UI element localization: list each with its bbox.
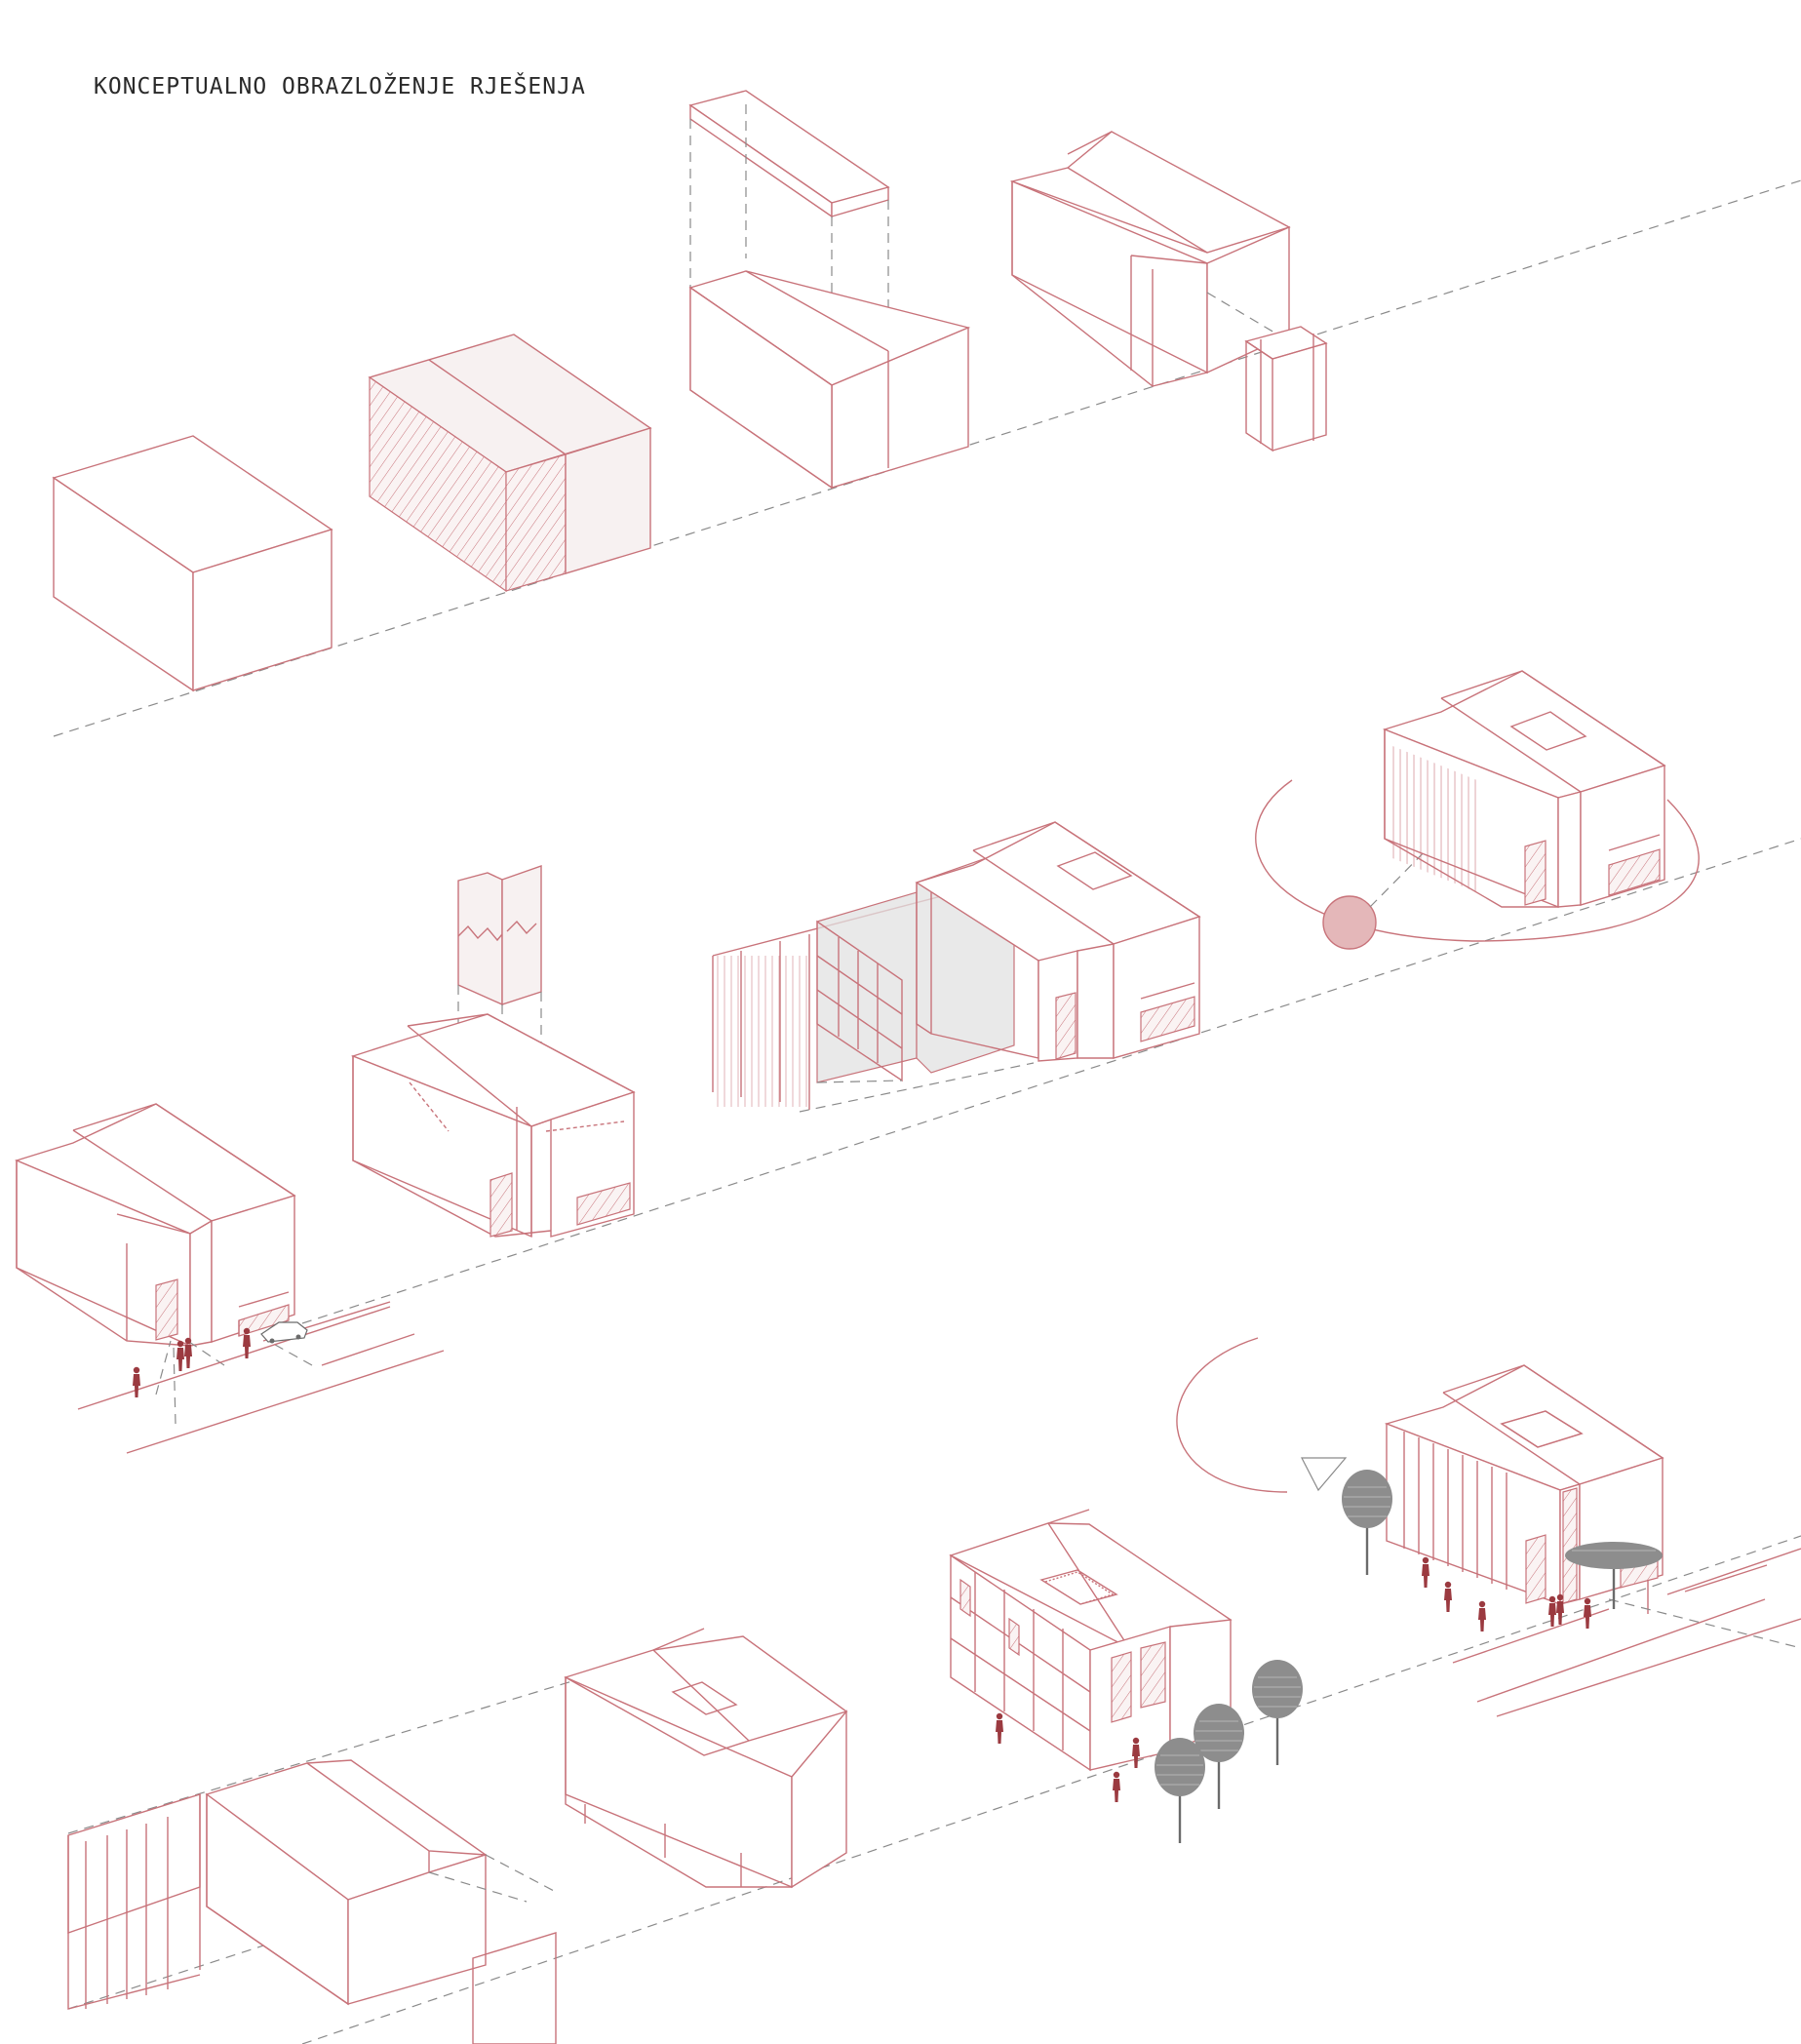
page-title: KONCEPTUALNO OBRAZLOŽENJE RJEŠENJA [94,74,586,99]
tree-icon [1250,1658,1305,1767]
person-icon [133,1366,140,1397]
arrow-icon [1301,1457,1348,1492]
block-4-split-volume [1009,131,1328,452]
person-icon [184,1337,192,1368]
person-icon [1422,1556,1429,1588]
block-11-residential [949,1509,1305,1845]
row-3-context-steps [67,1337,1801,2044]
block-1-base-volume [52,435,333,692]
block-2-textured-volume [368,334,652,593]
person-icon [1478,1600,1486,1631]
block-12-final-building [1176,1337,1801,1717]
person-icon [176,1340,184,1371]
tree-icon [1340,1468,1394,1577]
tree-icon [1565,1542,1663,1609]
block-9-context-volume [67,1759,557,2044]
row-2-program-steps [14,670,1801,1454]
block-10-grid-facade [564,1628,848,1889]
row-1-massing-steps [52,90,1801,737]
block-3-exploded-volume [688,90,971,490]
person-icon [1556,1593,1564,1625]
car-icon [260,1321,308,1344]
block-5-entrances-volume [14,1103,445,1454]
person-icon [1584,1597,1591,1629]
person-icon [1113,1771,1120,1802]
person-icon [1548,1595,1556,1627]
person-icon [996,1712,1003,1744]
sun-icon [1322,895,1377,950]
person-icon [1444,1581,1452,1612]
person-icon [243,1327,251,1358]
block-6-core-volume [350,865,636,1238]
block-8-orientation [1255,670,1700,950]
person-icon [1132,1737,1140,1768]
block-7-facade-layers [712,821,1201,1113]
tree-icon [1153,1736,1207,1845]
